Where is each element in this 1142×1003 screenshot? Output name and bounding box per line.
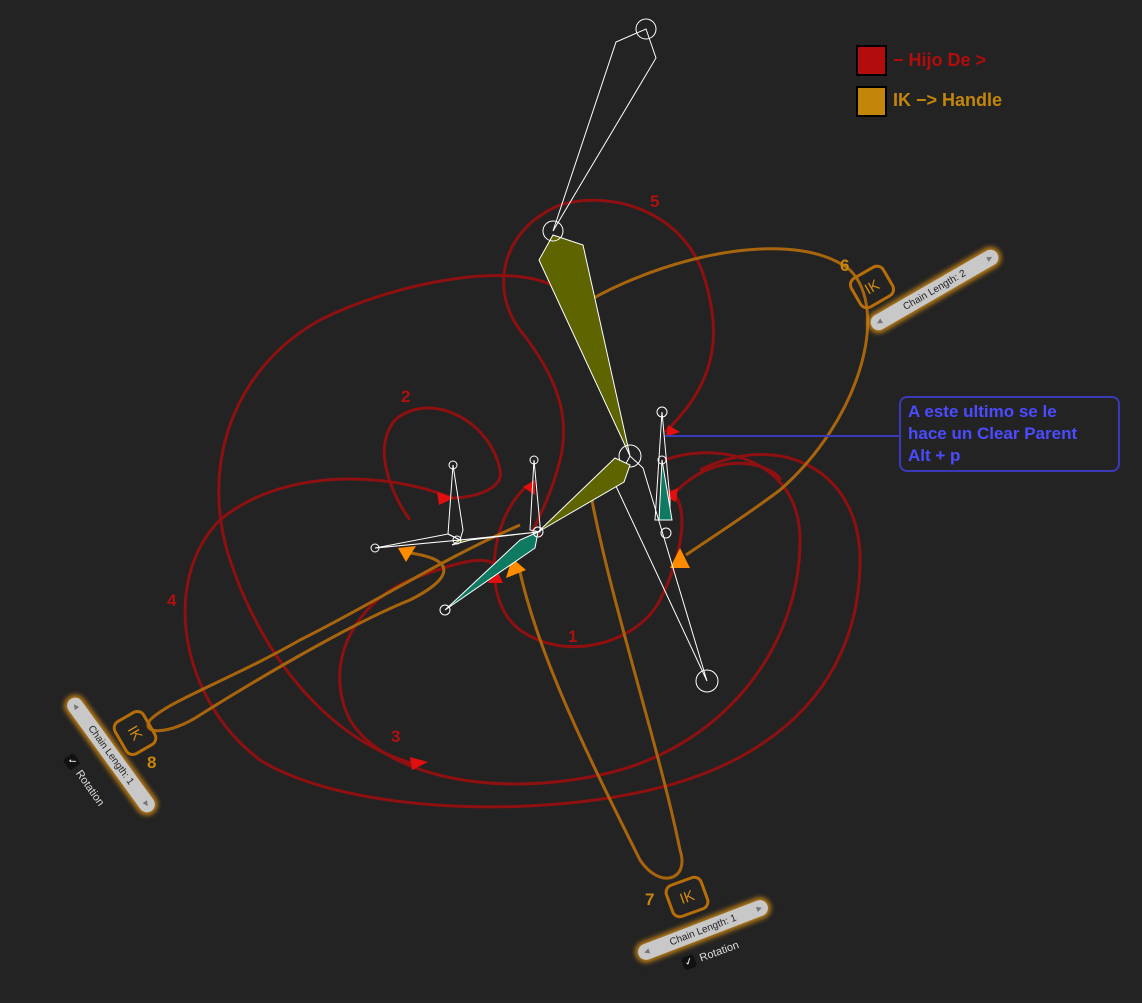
joint-icon bbox=[695, 669, 719, 693]
legend-label-parent: − Hijo De > bbox=[893, 50, 987, 70]
note-line: hace un Clear Parent bbox=[908, 424, 1078, 443]
arrow-icon bbox=[437, 492, 454, 505]
joint-icon bbox=[452, 535, 462, 545]
increment-arrow-icon[interactable]: ▶ bbox=[985, 254, 995, 263]
ik-curve-6 bbox=[589, 247, 870, 557]
joint-icon bbox=[439, 604, 451, 616]
joint-icon bbox=[618, 444, 642, 468]
arrow-icon bbox=[670, 548, 690, 568]
arrow-icon bbox=[666, 425, 680, 437]
bone-top bbox=[552, 28, 657, 232]
ik-label-6: 6 bbox=[840, 256, 850, 275]
joint-icon bbox=[635, 18, 657, 40]
parent-curves bbox=[183, 198, 862, 809]
joint-icon bbox=[656, 406, 668, 418]
arrow-icon bbox=[410, 757, 428, 770]
curve-label-2: 2 bbox=[401, 387, 411, 406]
note-line: Alt + p bbox=[908, 446, 961, 465]
decrement-arrow-icon[interactable]: ◀ bbox=[643, 947, 651, 957]
bone-mid bbox=[537, 457, 631, 533]
parent-curve-4 bbox=[183, 274, 862, 809]
legend-label-ik: IK −> Handle bbox=[893, 90, 1003, 110]
joint-icon bbox=[370, 543, 380, 553]
curve-label-5: 5 bbox=[650, 192, 660, 211]
joint-icon bbox=[542, 220, 564, 242]
ik-curve-7 bbox=[518, 489, 684, 880]
parent-curve-1 bbox=[492, 486, 684, 649]
ik-curves bbox=[146, 247, 870, 880]
joint-icon bbox=[448, 460, 458, 470]
ik-curve-8 bbox=[146, 523, 521, 733]
bone-lower bbox=[614, 455, 708, 682]
ik-label-8: 8 bbox=[147, 753, 157, 772]
increment-arrow-icon[interactable]: ▶ bbox=[141, 799, 151, 809]
annotation-note: A este ultimo se le hace un Clear Parent… bbox=[899, 396, 1120, 472]
curve-label-3: 3 bbox=[391, 727, 401, 746]
ik-label-7: 7 bbox=[645, 890, 655, 909]
armature bbox=[370, 18, 719, 693]
decrement-arrow-icon[interactable]: ◀ bbox=[875, 317, 884, 327]
parent-curve-5 bbox=[502, 198, 716, 538]
curve-label-1: 1 bbox=[568, 627, 578, 646]
legend-swatch-parent bbox=[856, 45, 887, 76]
joint-icon bbox=[532, 526, 544, 538]
note-line: A este ultimo se le bbox=[908, 402, 1057, 421]
increment-arrow-icon[interactable]: ▶ bbox=[755, 904, 764, 914]
bone-upper bbox=[538, 234, 631, 457]
legend-swatch-ik bbox=[856, 86, 887, 117]
bone-small-left bbox=[451, 531, 539, 546]
parent-curve-2 bbox=[382, 406, 502, 521]
decrement-arrow-icon[interactable]: ◀ bbox=[70, 702, 80, 711]
curve-label-4: 4 bbox=[167, 591, 177, 610]
joint-icon bbox=[529, 455, 539, 465]
joint-icon bbox=[660, 527, 672, 539]
arrow-icon bbox=[398, 546, 416, 562]
parent-arrows bbox=[410, 425, 680, 770]
joint-icon bbox=[657, 455, 667, 465]
